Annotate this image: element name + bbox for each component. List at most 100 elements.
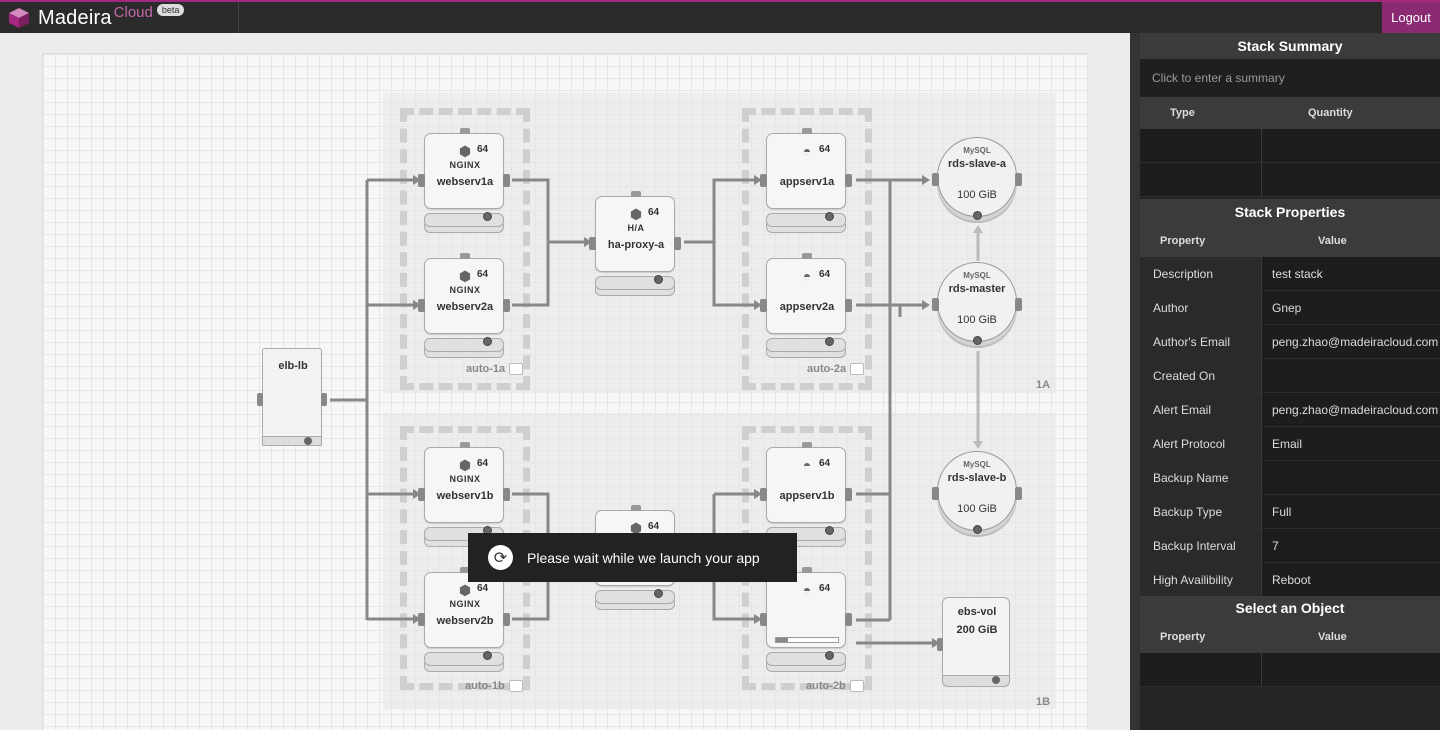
- port-icon[interactable]: [802, 567, 812, 573]
- property-row[interactable]: Created On: [1140, 359, 1440, 393]
- rds-disk[interactable]: [937, 262, 1017, 342]
- port-icon[interactable]: [418, 299, 425, 312]
- port-icon[interactable]: [321, 393, 327, 406]
- port-icon[interactable]: [760, 174, 767, 187]
- port-icon[interactable]: [674, 237, 681, 250]
- port-icon[interactable]: [257, 393, 263, 406]
- asg-label[interactable]: auto-2a: [807, 363, 865, 375]
- port-icon[interactable]: [802, 253, 812, 259]
- rds-instance[interactable]: MySQL rds-slave-a 100 GiB: [932, 137, 1022, 220]
- auto-scaling-group[interactable]: [742, 108, 872, 390]
- property-value[interactable]: 7: [1262, 529, 1440, 562]
- port-icon[interactable]: [503, 613, 510, 626]
- port-icon[interactable]: [845, 174, 852, 187]
- stack-summary-title: Stack Summary: [1140, 33, 1440, 59]
- port-icon[interactable]: [760, 299, 767, 312]
- property-value[interactable]: Email: [1262, 427, 1440, 460]
- port-icon[interactable]: [460, 253, 470, 259]
- port-icon[interactable]: [460, 567, 470, 573]
- property-value[interactable]: Gnep: [1262, 291, 1440, 324]
- port-icon[interactable]: [760, 613, 767, 626]
- ebs-volume[interactable]: ebs-vol 200 GiB: [937, 597, 1010, 687]
- port-icon[interactable]: [845, 488, 852, 501]
- instance-node[interactable]: ◓64: [760, 567, 852, 672]
- port-icon[interactable]: [932, 487, 939, 500]
- property-value[interactable]: [1262, 461, 1440, 494]
- port-icon[interactable]: [503, 299, 510, 312]
- port-icon[interactable]: [845, 299, 852, 312]
- port-icon[interactable]: [802, 442, 812, 448]
- port-icon[interactable]: [932, 173, 939, 186]
- port-icon[interactable]: [1015, 487, 1022, 500]
- port-icon[interactable]: [802, 128, 812, 134]
- property-row[interactable]: Backup Name: [1140, 461, 1440, 495]
- summary-input[interactable]: Click to enter a summary: [1140, 59, 1440, 97]
- redhat-icon: ◓: [802, 143, 812, 159]
- port-icon[interactable]: [932, 298, 939, 311]
- port-icon[interactable]: [418, 174, 425, 187]
- instance-name: appserv2a: [779, 301, 835, 313]
- port-icon[interactable]: [589, 237, 596, 250]
- auto-scaling-group[interactable]: [400, 108, 530, 390]
- logout-button[interactable]: Logout: [1382, 2, 1440, 33]
- property-value[interactable]: Full: [1262, 495, 1440, 528]
- property-value[interactable]: peng.zhao@madeiracloud.com: [1262, 393, 1440, 426]
- property-value[interactable]: [1262, 359, 1440, 392]
- property-value[interactable]: test stack: [1262, 257, 1440, 290]
- port-icon[interactable]: [460, 442, 470, 448]
- port-icon[interactable]: [418, 488, 425, 501]
- port-icon[interactable]: [631, 191, 641, 197]
- rds-instance[interactable]: MySQL rds-slave-b 100 GiB: [932, 451, 1022, 534]
- port-icon[interactable]: [418, 613, 425, 626]
- port-icon[interactable]: [631, 505, 641, 511]
- empty-cell: [1262, 129, 1440, 162]
- asg-label[interactable]: auto-2b: [806, 680, 864, 692]
- port-icon[interactable]: [503, 174, 510, 187]
- instance-card[interactable]: ◓64: [760, 567, 852, 660]
- port-icon[interactable]: [760, 488, 767, 501]
- port-icon[interactable]: [937, 638, 943, 651]
- column-header[interactable]: Type: [1170, 107, 1195, 119]
- rds-disk[interactable]: [937, 137, 1017, 217]
- port-icon[interactable]: [845, 613, 852, 626]
- asg-label[interactable]: auto-1b: [465, 680, 523, 692]
- asg-label[interactable]: auto-1a: [466, 363, 524, 375]
- property-value[interactable]: Reboot: [1262, 563, 1440, 596]
- load-balancer[interactable]: elb-lb: [257, 348, 327, 446]
- redhat-icon: ◓: [802, 457, 812, 473]
- column-header[interactable]: Quantity: [1308, 107, 1353, 119]
- design-canvas[interactable]: 1A 1B auto-1a auto-2a auto-1b auto-2b: [0, 33, 1130, 730]
- port-icon[interactable]: [503, 488, 510, 501]
- logo[interactable]: Madeira Cloud beta: [8, 4, 185, 30]
- properties-panel: Stack Summary Click to enter a summary T…: [1130, 33, 1440, 730]
- port-icon[interactable]: [460, 128, 470, 134]
- port-icon[interactable]: [1015, 173, 1022, 186]
- property-value[interactable]: peng.zhao@madeiracloud.com: [1262, 325, 1440, 358]
- port-icon[interactable]: [1015, 298, 1022, 311]
- rds-instance[interactable]: MySQL rds-master 100 GiB: [932, 262, 1022, 345]
